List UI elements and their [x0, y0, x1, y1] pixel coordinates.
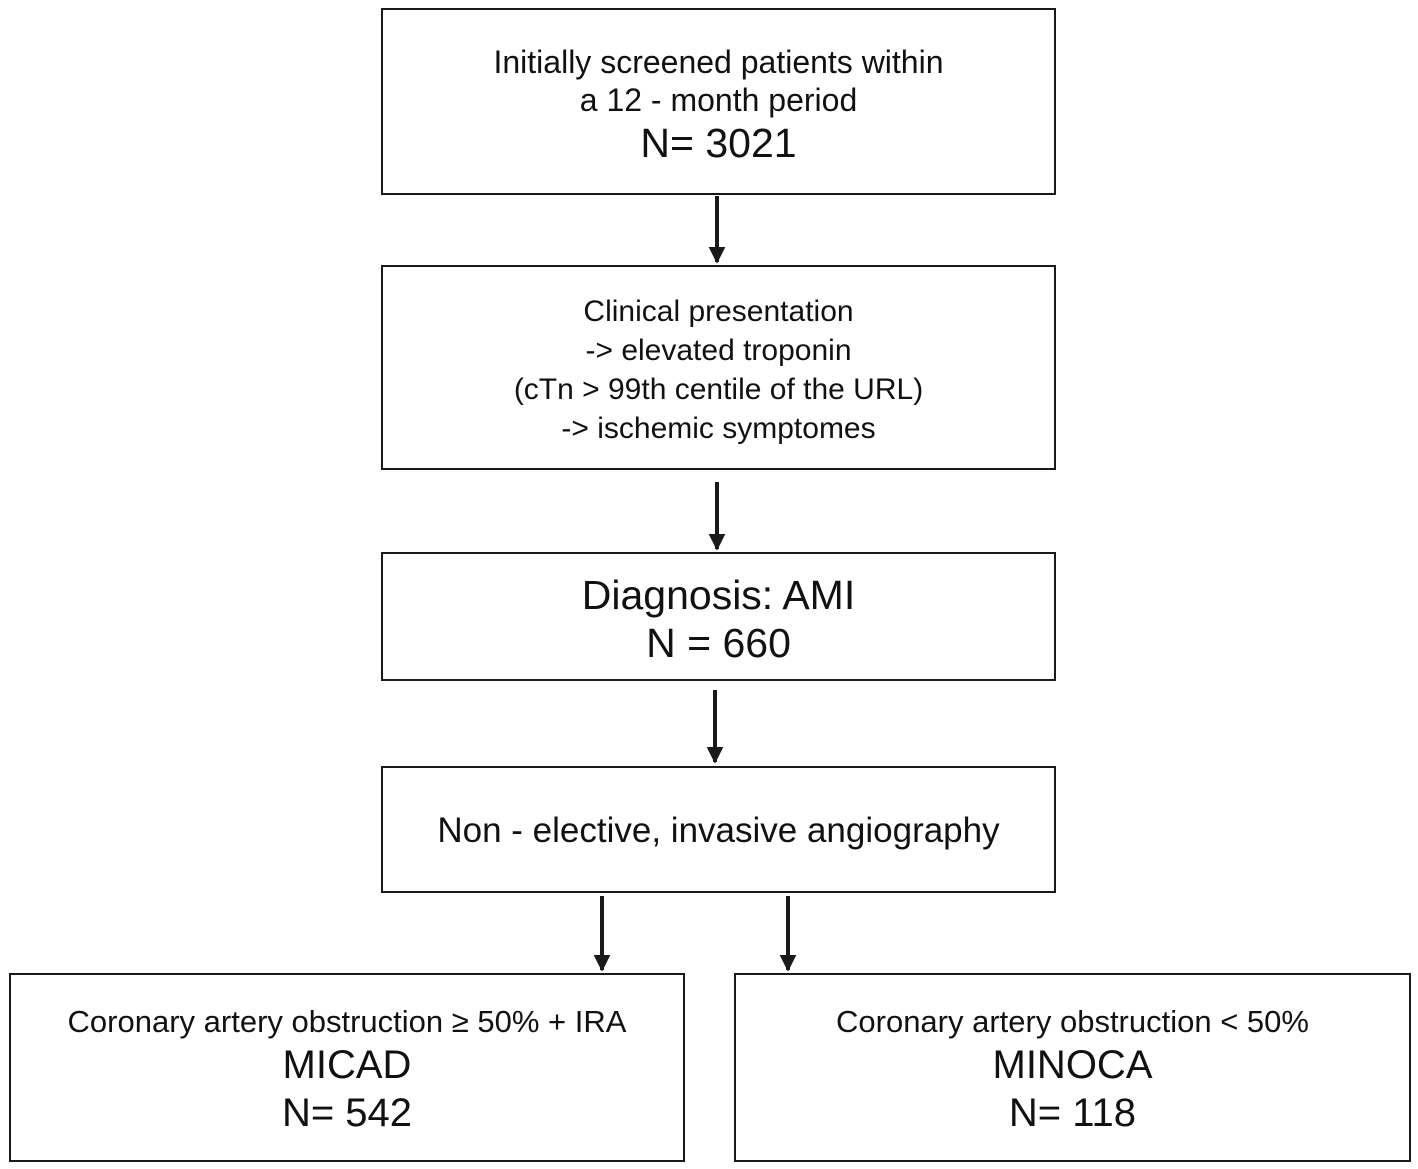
node-screened-line-2: a 12 - month period [579, 81, 858, 118]
node-angiography-title: Non - elective, invasive angiography [437, 810, 1000, 850]
node-screened: Initially screened patients within a 12 … [381, 8, 1056, 195]
node-clinical-line-1: Clinical presentation [583, 294, 854, 328]
node-minoca-count: N= 118 [1008, 1090, 1137, 1135]
node-clinical: Clinical presentation -> elevated tropon… [381, 265, 1056, 470]
node-minoca: Coronary artery obstruction < 50% MINOCA… [734, 973, 1411, 1162]
node-diagnosis: Diagnosis: AMI N = 660 [381, 552, 1056, 681]
node-micad-count: N= 542 [281, 1090, 413, 1135]
node-minoca-label: MINOCA [992, 1042, 1153, 1087]
node-minoca-criterion: Coronary artery obstruction < 50% [836, 1003, 1309, 1039]
node-clinical-line-4: -> ischemic symptomes [561, 411, 876, 445]
node-micad: Coronary artery obstruction ≥ 50% + IRA … [9, 973, 685, 1162]
node-angiography: Non - elective, invasive angiography [381, 766, 1056, 893]
node-clinical-line-3: (cTn > 99th centile of the URL) [513, 372, 924, 406]
node-diagnosis-count: N = 660 [646, 619, 791, 666]
node-clinical-line-2: -> elevated troponin [585, 333, 852, 367]
node-screened-count: N= 3021 [640, 119, 797, 166]
node-micad-criterion: Coronary artery obstruction ≥ 50% + IRA [67, 1003, 627, 1039]
node-micad-label: MICAD [282, 1042, 412, 1087]
node-screened-line-1: Initially screened patients within [493, 43, 944, 80]
node-diagnosis-title: Diagnosis: AMI [581, 571, 856, 618]
